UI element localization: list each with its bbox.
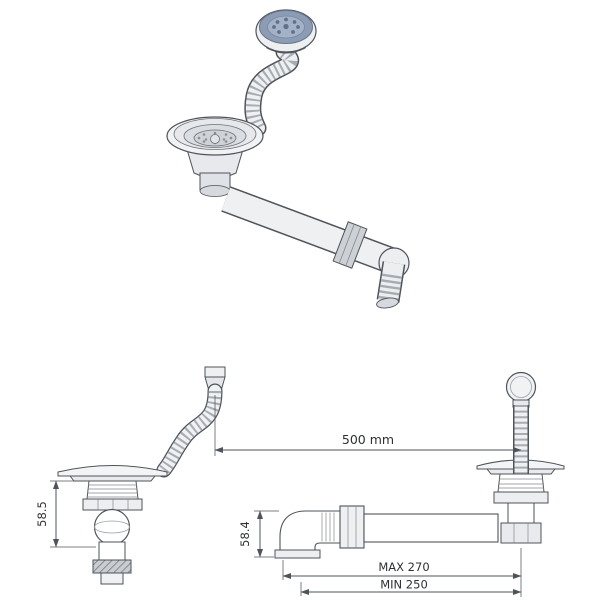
- pipe-elbow-drawing: [274, 505, 499, 559]
- waste-outlet-front: [92, 508, 132, 585]
- elbow-outline: [279, 510, 342, 553]
- pipe-nut: [339, 505, 365, 549]
- overflow-hose-front: [156, 383, 223, 478]
- waste-outlet-side: [493, 473, 549, 544]
- dimension-label-min: MIN 250: [380, 578, 428, 592]
- strainer-front: [57, 465, 168, 511]
- dimension-label-500mm: 500 mm: [342, 432, 394, 447]
- front-view-drawing: [57, 366, 226, 585]
- outlet-pipe-illustration: [221, 186, 410, 309]
- dimension-annotations: 500 mm 58.5 58.4 MAX 270 MIN 250: [35, 395, 522, 597]
- strainer-illustration: [166, 116, 264, 197]
- telescopic-pipe: [363, 513, 499, 543]
- overflow-hose-illustration: [244, 43, 300, 137]
- overflow-cap-illustration: [255, 9, 317, 54]
- dimension-label-58-5: 58.5: [35, 501, 49, 527]
- dimension-label-max: MAX 270: [378, 560, 429, 574]
- dimension-label-58-4: 58.4: [238, 521, 252, 547]
- product-illustration-3d: [166, 9, 410, 309]
- overflow-connector-front: [204, 366, 226, 378]
